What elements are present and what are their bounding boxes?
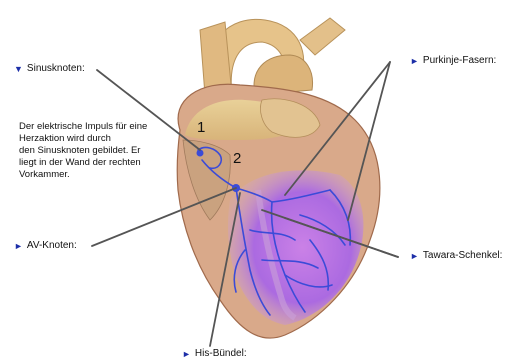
label-av-knoten-text: AV-Knoten:: [27, 240, 77, 252]
label-sinusknoten-text: Sinusknoten:: [27, 63, 85, 75]
vessel-branch: [300, 18, 345, 55]
heart-illustration: [177, 18, 380, 338]
label-tawara: ► Tawara-Schenkel:: [410, 250, 502, 262]
label-his-text: His-Bündel:: [195, 348, 247, 360]
right-triangle-icon: ►: [410, 57, 419, 66]
label-sinusknoten: ▼ Sinusknoten:: [14, 63, 85, 75]
label-av-knoten: ► AV-Knoten:: [14, 240, 77, 252]
right-triangle-icon: ►: [14, 242, 23, 251]
description-line: Vorkammer.: [19, 169, 169, 181]
right-triangle-icon: ►: [182, 350, 191, 359]
down-triangle-icon: ▼: [14, 65, 23, 74]
label-his: ► His-Bündel:: [182, 348, 247, 360]
label-purkinje-text: Purkinje-Fasern:: [423, 55, 496, 67]
marker-number-2: 2: [233, 150, 241, 167]
label-purkinje: ► Purkinje-Fasern:: [410, 55, 496, 67]
description-line: Herzaktion wird durch: [19, 133, 169, 145]
description-line: Der elektrische Impuls für eine: [19, 121, 169, 133]
sinusknoten-description: Der elektrische Impuls für eine Herzakti…: [19, 121, 169, 181]
right-triangle-icon: ►: [410, 252, 419, 261]
description-line: den Sinusknoten gebildet. Er: [19, 145, 169, 157]
label-tawara-text: Tawara-Schenkel:: [423, 250, 502, 262]
marker-number-1: 1: [197, 119, 205, 136]
description-line: liegt in der Wand der rechten: [19, 157, 169, 169]
